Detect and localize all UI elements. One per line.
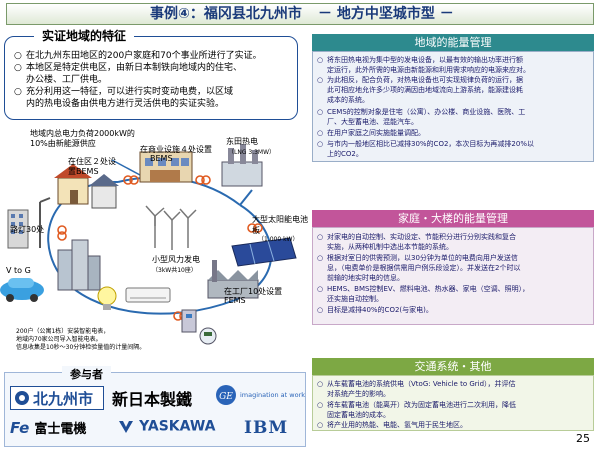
wind-capacity: （3kW共10座） [152, 267, 197, 274]
home-bullet-3-cont: 还实施自动控制。 [327, 295, 383, 303]
regional-panel-header: 地域的能量管理 [312, 34, 594, 51]
fuji-logo: Fe 富士電機 [10, 419, 87, 437]
electric-car-icon [0, 278, 44, 302]
wind-label: 小型风力发电 [152, 255, 200, 264]
energy-network-diagram [0, 144, 297, 345]
power-plant-icon [221, 144, 263, 187]
streetlight-label: 路灯30处 [10, 225, 45, 234]
solar-panel-icon [231, 237, 297, 267]
regional-bullet-2: ○为此相反，配合负荷，对热电设备也可实现规律负荷的运行，据 [317, 76, 523, 84]
air-conditioner-icon [125, 287, 171, 303]
wind-turbine-icon [145, 205, 197, 250]
home-bems-label-2: 置BEMS [68, 167, 99, 176]
commercial-bems-label-2: BEMS [150, 154, 173, 163]
streetlight-icon [39, 197, 51, 248]
transport-bullet-1: ○从车载蓄电池的系统供电（VtoG: Vehicle to Grid），并评估 [317, 380, 516, 388]
regional-bullet-3: ○CEMS的控制对象是住宅（公寓）、办公楼、商业设施、医院、工 [317, 108, 526, 116]
home-panel [312, 227, 594, 325]
grid-caption-2: 10%由新能源供应 [30, 139, 96, 148]
meter-note-1: 200户（公寓1栋）安装智能电表， [16, 328, 110, 335]
fems-label-2: FEMS [224, 296, 246, 305]
feature-bullet-3-cont: 内的热电设备由供电方进行灵活供电的实证实验。 [26, 99, 225, 109]
fems-label: 在工厂10处设置 [224, 287, 283, 296]
transport-panel-header: 交通系统・其他 [312, 358, 594, 375]
solar-label-2: 板 [252, 226, 260, 235]
feature-bullet-2-cont: 办公楼、工厂供电。 [26, 75, 108, 85]
transport-panel [312, 375, 594, 431]
home-bullet-3: ○HEMS、BMS控制EV、燃料电池、热水器、家电（空调、照明）， [317, 285, 530, 293]
yaskawa-emblem [119, 420, 133, 433]
home-panel-header: 家庭・大楼的能量管理 [312, 210, 594, 227]
meter-note-2: 地域内70家公司导入智能电表。 [16, 336, 102, 343]
regional-bullet-5-cont: 上的CO2。 [327, 150, 363, 158]
ge-logo-mark: GE [216, 385, 236, 405]
ge-tagline: imagination at work [240, 391, 305, 399]
regional-bullet-5: ○与市内一般地区相比已减排30%的CO2，本次目标为再减排20%以 [317, 140, 534, 148]
home-bullet-2-cont2: 前输的地实时电的信息。 [327, 274, 404, 282]
office-building-icon [57, 239, 101, 291]
feature-box [4, 36, 298, 120]
smart-meter-icon [199, 327, 217, 345]
network-line [239, 189, 253, 206]
regional-bullet-4: ○在用户家庭之间实施能量调配。 [317, 129, 425, 137]
fuel-cell-icon [181, 309, 197, 333]
solar-capacity: （1,000 kW） [258, 236, 299, 243]
v2g-label: V to G [6, 266, 31, 275]
page-title: 事例④：福冈县北九州市 [150, 6, 302, 22]
home-bems-label: 在住区２处设 [68, 157, 116, 166]
participants-heading: 参与者 [62, 366, 111, 382]
home-bullet-2: ○根据对室日的供需预测，以30分钟为单位的电费向用户发送信 [317, 254, 518, 262]
title-bar [6, 3, 594, 25]
solar-label: 大型太阳能电池 [252, 215, 308, 224]
kitakyushu-emblem [15, 391, 29, 405]
commercial-building-icon [139, 151, 193, 183]
home-bullet-1-cont: 实施，从两种机制中选出本节能的系统。 [327, 243, 453, 251]
home-bullet-2-cont: 息，（电费单价是根据供需用户例乐段设定）。并发送在2个时以 [327, 264, 521, 272]
fuji-mark: Fe [10, 419, 30, 437]
regional-bullet-1-cont: 定运行，此外所需的电源由新能源和利用需求响应的电源来应对。 [327, 66, 530, 74]
transport-bullet-2-cont: 固定蓄电池的成本。 [327, 411, 390, 419]
feature-bullet-3: ○充分利用这一特征，可以进行实时变动电费，以区域 [14, 87, 234, 97]
feature-heading: 实证地域的特征 [34, 27, 135, 44]
transport-bullet-3: ○将产业用的热能、电能、氢气用于民生地区。 [317, 421, 467, 429]
regional-bullet-2-cont2: 成本的系统。 [327, 96, 369, 104]
regional-bullet-1: ○将东田热电视为集中型的发电设备，以最有效的输出功率进行额 [317, 56, 523, 64]
factory-icon [207, 260, 259, 299]
transport-bullet-2: ○将车载蓄电池（能离开）改为固定蓄电池进行二次利用，降低 [317, 401, 516, 409]
grid-caption: 地域内总电力负荷2000kW的 [30, 129, 135, 138]
ibm-logo: IBM [244, 418, 289, 438]
cogen-label: 东田热电 [226, 137, 258, 146]
apartment-icon [7, 209, 29, 249]
network-line [111, 159, 141, 176]
regional-bullet-2-cont: 此可相应地允许多少项的满因由地域流向上游系统，能源建设耗 [327, 86, 523, 94]
cogen-capacity: （LNG 3.3MW） [228, 149, 276, 156]
nippon-steel-logo: 新日本製鐵 [112, 390, 193, 409]
home-bullet-4: ○目标是减排40%的CO2(与家电)。 [317, 306, 433, 314]
house-icon [54, 164, 119, 209]
home-bullet-1: ○对家电的自动控制、实动设定、节能积分进行分别实践和复合 [317, 233, 516, 241]
transport-bullet-1-cont: 对系统产生的影响。 [327, 390, 390, 398]
page-number: 25 [576, 432, 590, 445]
regional-panel [312, 51, 594, 162]
regional-bullet-3-cont: 厂、大型蓄电池、混能汽车。 [327, 118, 418, 126]
meter-note-3: 信息收集是10秒～30分钟检验量值的计量间隔。 [16, 344, 146, 351]
commercial-bems-label: 在商业设施４处设置 [140, 145, 212, 154]
yaskawa-logo: YASKAWA [118, 416, 216, 435]
svg-text:GE: GE [219, 392, 233, 402]
kitakyushu-logo: 北九州市 [10, 386, 104, 410]
feature-bullet-1: ○在北九州东田地区的200户家庭和70个事业所进行了实证。 [14, 51, 262, 61]
feature-bullet-2: ○本地区是特定供电区，由新日本制铁向地域内的住宅、 [14, 63, 243, 73]
lightbulb-icon [97, 286, 117, 310]
page-subtitle: － 地方中坚城市型 － [318, 6, 454, 22]
